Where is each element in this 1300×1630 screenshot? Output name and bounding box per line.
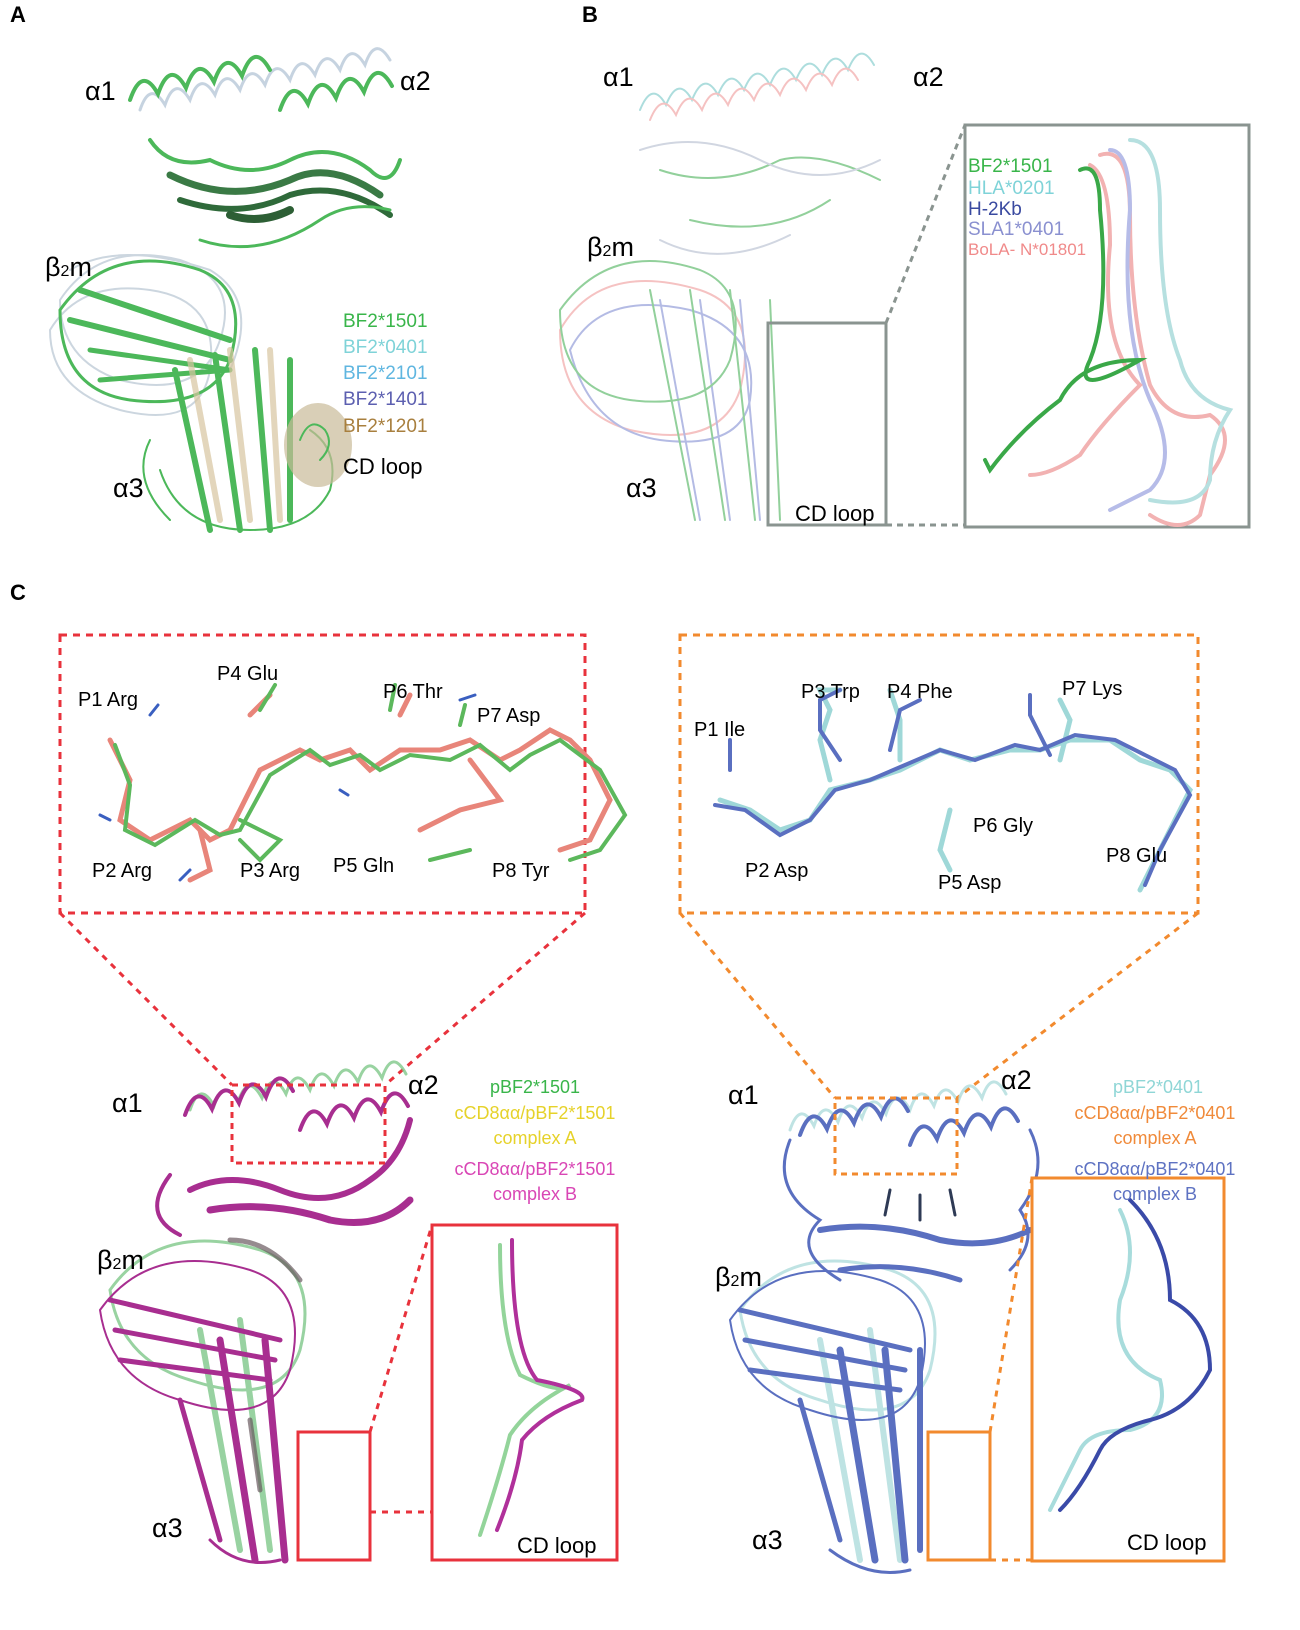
panel-b-legend-item: BF2*1501 <box>968 156 1053 177</box>
left-groove-box <box>230 1083 387 1165</box>
panel-b-cd-loop-box <box>766 321 888 527</box>
panel-b-alpha3-label: α3 <box>626 473 657 503</box>
panel-c-left-legend-item: cCD8αα/pBF2*1501 complex B <box>454 1159 616 1204</box>
panel-c-right-b2m-label: β2m <box>715 1262 762 1292</box>
right-peptide-sticks <box>713 687 1194 893</box>
panel-letter-b: B <box>582 2 598 27</box>
panel-a-alpha1-label: α1 <box>85 76 116 106</box>
panel-b-legend-item: SLA1*0401 <box>968 219 1065 240</box>
panel-c-right-legend-item: cCD8αα/pBF2*0401 complex B <box>1074 1159 1236 1204</box>
panel-a-cd-loop-label: CD loop <box>343 454 423 479</box>
panel-c-right-alpha3-label: α3 <box>752 1525 783 1555</box>
left-residue-label: P2 Arg <box>92 860 153 882</box>
panel-b-legend-item: H-2Kb <box>968 199 1022 220</box>
panel-a-alpha2-label: α2 <box>400 66 431 96</box>
right-residue-label: P6 Gly <box>973 815 1034 837</box>
panel-c-right-alpha1-label: α1 <box>728 1080 759 1110</box>
panel-b-inset-frame <box>963 123 1251 529</box>
left-residue-label: P3 Arg <box>240 860 301 882</box>
left-connector-2 <box>384 911 586 1087</box>
panel-c-left-alpha1-label: α1 <box>112 1088 143 1118</box>
panel-c-right-cd-loop-label: CD loop <box>1127 1530 1207 1555</box>
panel-c-left-legend-item: pBF2*1501 <box>489 1077 581 1097</box>
panel-b-cd-loop-label: CD loop <box>795 501 875 526</box>
left-residue-label: P5 Gln <box>333 855 395 877</box>
panel-a-b2m-label: β2m <box>45 252 92 282</box>
panel-c-right-legend-item: pBF2*0401 <box>1112 1077 1204 1097</box>
panel-a-legend-item: BF2*1401 <box>343 389 428 410</box>
right-residue-label: P3 Trp <box>801 681 860 703</box>
right-residue-label: P5 Asp <box>938 872 1002 894</box>
panel-c-left-alpha3-label: α3 <box>152 1513 183 1543</box>
right-residue-label: P2 Asp <box>745 860 809 882</box>
left-residue-label: P1 Arg <box>78 689 139 711</box>
panel-a-legend-item: BF2*2101 <box>343 363 428 384</box>
left-peptide-sticks <box>98 683 628 883</box>
panel-c-left-peptide-frame <box>58 633 587 915</box>
left-residue-label: P7 Asp <box>477 705 541 727</box>
right-inset-traces <box>1048 1198 1213 1512</box>
panel-c-left-legend-item: cCD8αα/pBF2*1501 complex A <box>454 1103 616 1148</box>
left-residue-label: P6 Thr <box>383 681 443 703</box>
right-residue-label: P7 Lys <box>1062 678 1123 700</box>
right-connector-1 <box>678 912 837 1099</box>
panel-a-alpha3-label: α3 <box>113 473 144 503</box>
right-cd-loop-box <box>926 1430 992 1562</box>
panel-a-legend-item: BF2*1501 <box>343 311 428 332</box>
cd-loop-highlight <box>284 403 352 487</box>
right-residue-label: P8 Glu <box>1106 845 1168 867</box>
panel-c-left-structure <box>99 1060 414 1564</box>
left-residue-label: P8 Tyr <box>492 860 550 882</box>
panel-b-connector-top <box>884 124 967 324</box>
panel-c-right-legend-item: cCD8αα/pBF2*0401 complex A <box>1074 1103 1236 1148</box>
panel-b-legend-item: HLA*0201 <box>968 178 1055 199</box>
panel-c-left-alpha2-label: α2 <box>408 1070 439 1100</box>
left-inset-traces <box>478 1238 585 1537</box>
panel-b-structure <box>559 52 881 521</box>
right-inset-connector-top <box>988 1177 1034 1433</box>
right-residue-label: P4 Phe <box>887 681 953 703</box>
panel-c-left-b2m-label: β2m <box>97 1245 144 1275</box>
panel-c-right-peptide-frame <box>678 633 1200 915</box>
right-connector-2 <box>956 911 1199 1100</box>
panel-a-legend-item: BF2*0401 <box>343 337 428 358</box>
left-connector-1 <box>58 911 234 1087</box>
panel-b-inset-traces <box>983 138 1234 527</box>
left-residue-label: P4 Glu <box>217 663 279 685</box>
panel-b-b2m-label: β2m <box>587 232 634 262</box>
panel-b-alpha2-label: α2 <box>913 62 944 92</box>
panel-b-legend-item: BoLA- N*01801 <box>968 240 1087 259</box>
panel-c-right-structure <box>729 1080 1040 1574</box>
panel-a-structure <box>49 47 402 533</box>
panel-letter-a: A <box>10 2 26 27</box>
panel-c-right-alpha2-label: α2 <box>1001 1065 1032 1095</box>
panel-b-alpha1-label: α1 <box>603 62 634 92</box>
right-residue-label: P1 Ile <box>694 719 746 741</box>
panel-letter-c: C <box>10 580 26 605</box>
left-cd-loop-inset <box>430 1223 619 1562</box>
left-inset-connector-top <box>368 1224 434 1433</box>
panel-a-legend-item: BF2*1201 <box>343 416 428 437</box>
left-cd-loop-box <box>296 1430 372 1562</box>
panel-c-left-cd-loop-label: CD loop <box>517 1533 597 1558</box>
right-groove-box <box>833 1096 959 1176</box>
